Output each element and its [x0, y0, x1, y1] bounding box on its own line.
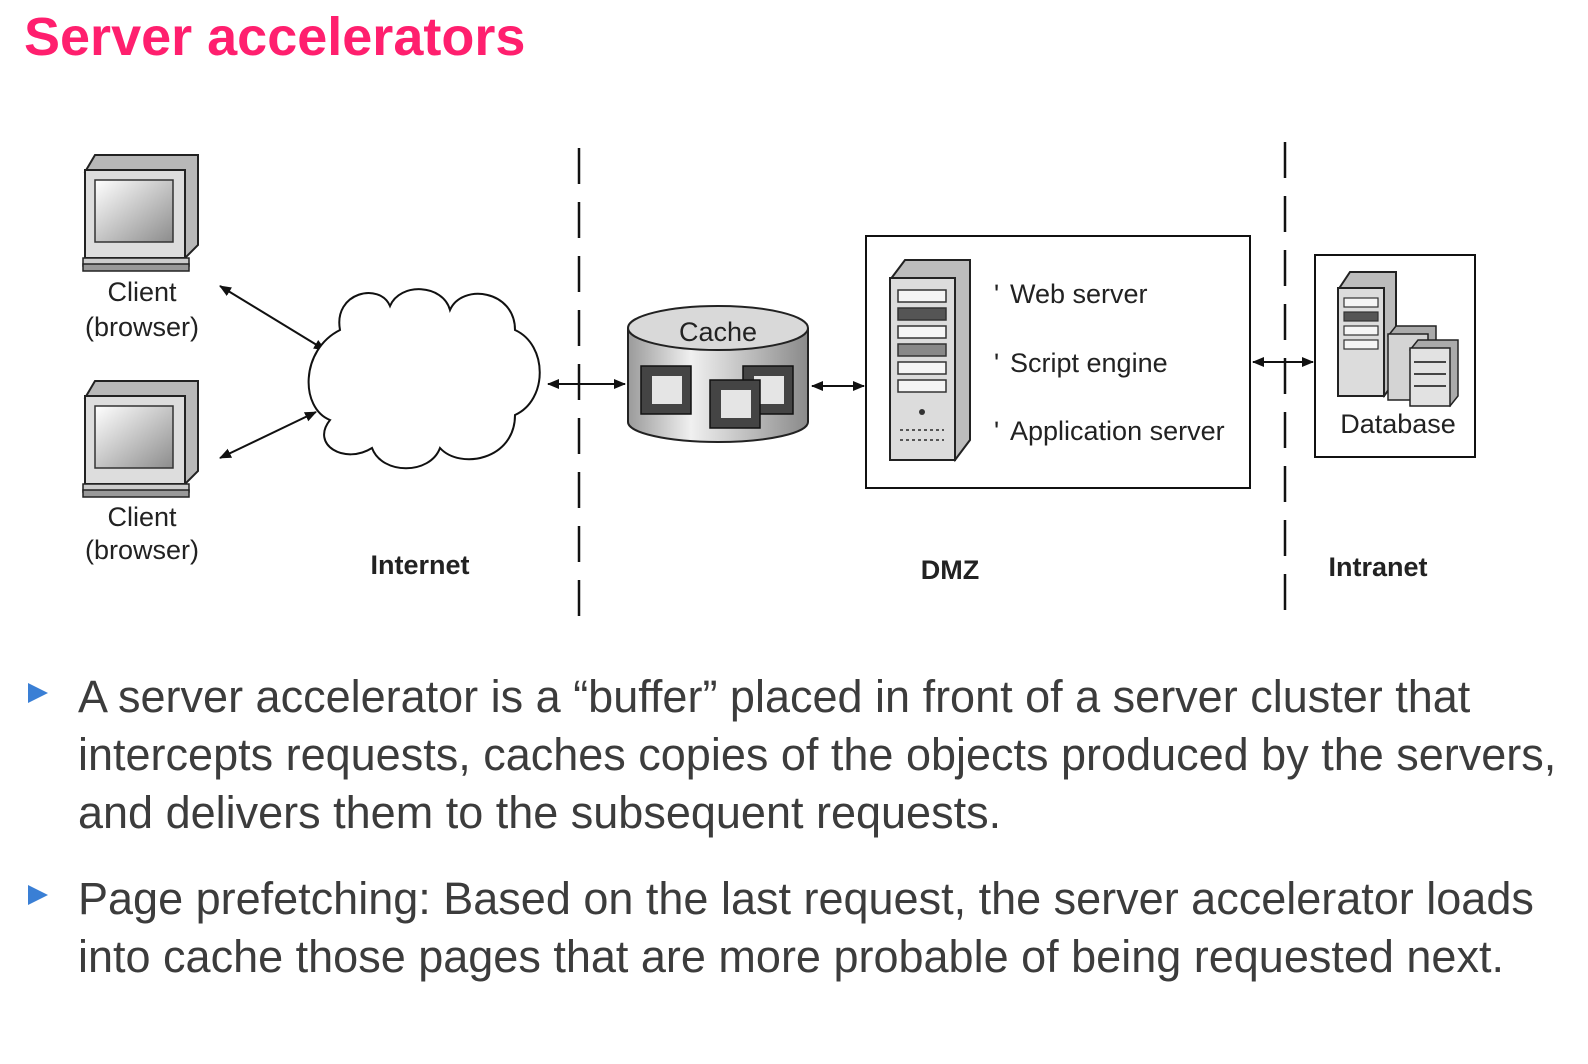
- zone-label-dmz: DMZ: [921, 555, 979, 585]
- cache-cylinder-icon: [627, 305, 809, 443]
- server-tower-icon: [888, 259, 971, 463]
- dmz-item-bullet: ʹ: [994, 279, 999, 309]
- internet-cloud-icon: [307, 288, 541, 470]
- database-server-icon: [1336, 271, 1459, 408]
- bullet-item: A server accelerator is a “buffer” place…: [22, 668, 1562, 842]
- dmz-item-bullet: ʹ: [994, 348, 999, 378]
- triangle-bullet-icon: [28, 885, 48, 905]
- database-label: Database: [1340, 409, 1456, 439]
- client-computer-icon: [82, 154, 199, 272]
- bullet-list: A server accelerator is a “buffer” place…: [22, 668, 1562, 1014]
- zone-label-intranet: Intranet: [1328, 552, 1427, 582]
- triangle-bullet-icon: [28, 683, 48, 703]
- cache-label: Cache: [679, 317, 757, 347]
- client-computer-icon: [82, 380, 199, 498]
- client-sublabel: (browser): [85, 535, 199, 565]
- dmz-item-bullet: ʹ: [994, 416, 999, 446]
- architecture-diagram: Client (browser) Client (browser) Cache: [82, 142, 1476, 622]
- dmz-item-web-server: Web server: [1010, 279, 1148, 309]
- dmz-item-application-server: Application server: [1010, 416, 1225, 446]
- bullet-item: Page prefetching: Based on the last requ…: [22, 870, 1562, 986]
- zone-label-internet: Internet: [370, 550, 469, 580]
- client-label: Client: [107, 502, 177, 532]
- slide-title: Server accelerators: [24, 7, 526, 67]
- client-label: Client: [107, 277, 177, 307]
- bullet-text: Page prefetching: Based on the last requ…: [78, 873, 1534, 982]
- client-internet-arrow: [219, 285, 326, 351]
- client-internet-arrow: [219, 411, 317, 459]
- dmz-item-script-engine: Script engine: [1010, 348, 1168, 378]
- bullet-text: A server accelerator is a “buffer” place…: [78, 671, 1557, 838]
- client-sublabel: (browser): [85, 312, 199, 342]
